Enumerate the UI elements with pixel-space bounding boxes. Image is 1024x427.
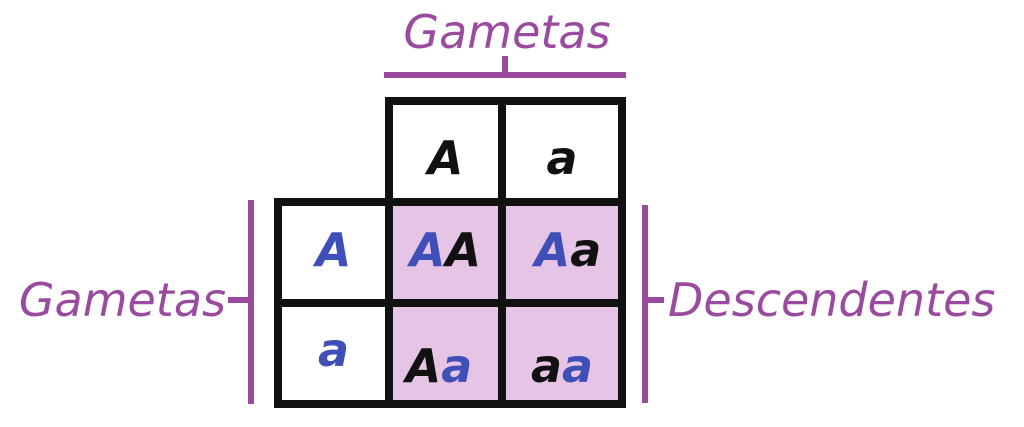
offspring-cell-r2c2: aa (498, 299, 626, 408)
left-gametes-label: Gametas (19, 273, 226, 327)
allele-letter: a (531, 339, 562, 393)
left-bracket (228, 200, 254, 404)
header-cell-row-2: a (274, 299, 393, 408)
header-cell-col-2: a (498, 97, 626, 206)
allele-letter: a (318, 323, 349, 377)
top-bracket (384, 56, 626, 78)
allele-letter: A (403, 339, 442, 393)
genotype-r2c2: aa (531, 339, 593, 393)
header-col-1-allele: A (425, 131, 464, 185)
allele-letter: A (532, 223, 571, 277)
header-row-2-allele: a (318, 323, 349, 377)
genotype-r1c1: AA (407, 223, 481, 277)
header-row-1-allele: A (313, 223, 352, 277)
genotype-r1c2: Aa (532, 223, 602, 277)
offspring-cell-r1c2: Aa (498, 198, 626, 307)
allele-letter: a (562, 339, 593, 393)
right-bracket (642, 205, 664, 403)
allele-letter: A (425, 131, 464, 185)
top-gametes-label: Gametas (403, 5, 610, 59)
allele-letter: A (443, 223, 482, 277)
header-col-2-allele: a (546, 131, 577, 185)
allele-letter: a (546, 131, 577, 185)
offspring-cell-r2c1: Aa (385, 299, 506, 408)
header-cell-row-1: A (274, 198, 393, 307)
header-cell-col-1: A (385, 97, 506, 206)
punnett-grid: A a A AA Aa a Aa aa (274, 97, 626, 408)
allele-letter: a (570, 223, 601, 277)
offspring-cell-r1c1: AA (385, 198, 506, 307)
allele-letter: A (313, 223, 352, 277)
right-offspring-label: Descendentes (668, 273, 995, 327)
genotype-r2c1: Aa (403, 339, 473, 393)
allele-letter: a (441, 339, 472, 393)
allele-letter: A (407, 223, 446, 277)
